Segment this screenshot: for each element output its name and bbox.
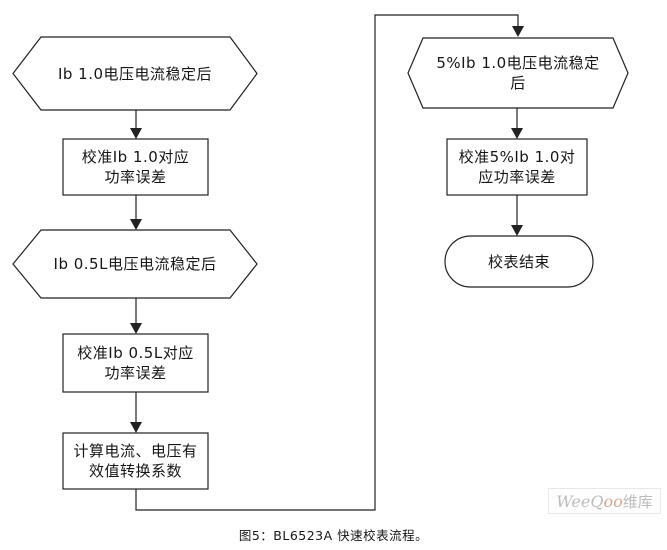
- flow-arrow-down-2: [130, 195, 142, 230]
- rect-shape-cal-5pct: [446, 138, 588, 196]
- flow-connector-loop: [135, 14, 524, 511]
- watermark-text-accent: oo: [603, 491, 623, 511]
- flow-arrow-down-6: [511, 195, 523, 236]
- stadium-shape-end: [444, 235, 594, 288]
- node-label-line: 效值转换系数: [88, 462, 182, 480]
- rect-shape-calc-rms: [62, 432, 209, 490]
- watermark-text-cjk: 维库: [622, 492, 653, 511]
- flow-node-rect-calc-rms: 计算电流、电压有 效值转换系数: [63, 433, 208, 489]
- flow-node-stadium-end: 校表结束: [445, 236, 593, 287]
- hexagon-shape-5pct: [407, 37, 629, 109]
- node-label-line: 计算电流、电压有: [73, 442, 198, 460]
- flow-node-rect-cal-5pct: 校准5%Ib 1.0对 应功率误差: [447, 139, 587, 195]
- rect-shape-cal-ib10: [62, 138, 209, 196]
- node-label-line: 校表结束: [487, 252, 550, 271]
- hexagon-shape-ib10: [12, 36, 258, 111]
- flow-node-hexagon-5pct: 5%Ib 1.0电压电流稳定 后: [408, 38, 628, 108]
- flow-node-rect-cal-ib10: 校准Ib 1.0对应 功率误差: [63, 139, 208, 195]
- node-label-line: 5%Ib 1.0电压电流稳定: [436, 54, 600, 72]
- watermark-text-gray: WeeQ: [556, 491, 604, 511]
- node-label-line: 校准5%Ib 1.0对: [458, 148, 576, 166]
- flow-arrow-down-3: [130, 298, 142, 334]
- flow-node-hexagon-ib10: Ib 1.0电压电流稳定后: [13, 37, 257, 110]
- flow-arrow-down-4: [130, 392, 142, 433]
- node-label-line: 校准Ib 0.5L对应: [77, 344, 194, 362]
- flow-node-hexagon-ib05l: Ib 0.5L电压电流稳定后: [13, 230, 257, 298]
- node-label-line: 功率误差: [104, 364, 167, 382]
- node-label-line: Ib 0.5L电压电流稳定后: [53, 255, 217, 273]
- figure-caption: 图5：BL6523A 快速校表流程。: [238, 528, 429, 543]
- node-label-line: 功率误差: [104, 168, 167, 186]
- node-label-line: 校准Ib 1.0对应: [81, 148, 190, 166]
- node-label-line: 应功率误差: [478, 168, 556, 186]
- node-label-line: 后: [510, 74, 526, 92]
- node-label-line: Ib 1.0电压电流稳定后: [57, 64, 213, 83]
- flow-node-rect-cal-ib05l: 校准Ib 0.5L对应 功率误差: [63, 334, 208, 392]
- flow-arrow-down-1: [130, 110, 142, 139]
- flow-arrow-down-5: [511, 108, 523, 139]
- hexagon-shape-ib05l: [12, 229, 258, 299]
